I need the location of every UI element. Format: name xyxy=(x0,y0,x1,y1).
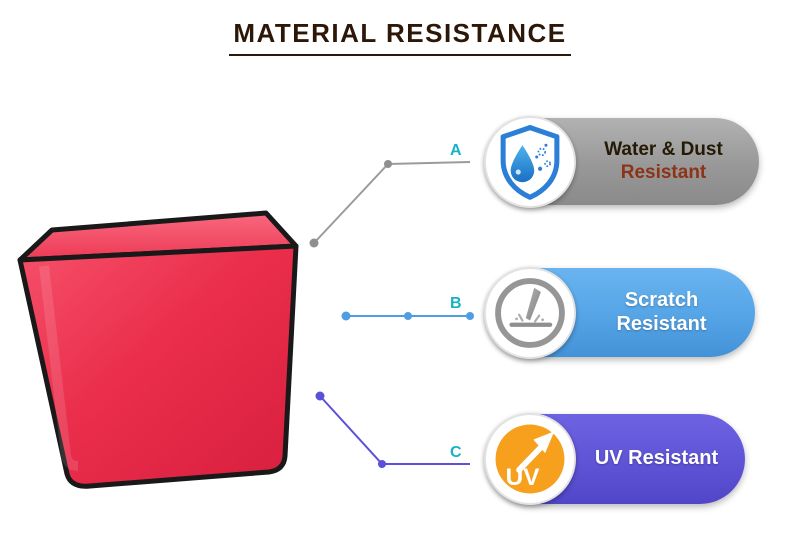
uv-sun-arrow-icon: UV xyxy=(484,413,576,505)
connector-b-dot-mid xyxy=(404,312,412,320)
product-image-red-cover xyxy=(4,204,314,514)
feature-text-scratch: Scratch Resistant xyxy=(576,289,755,336)
feature-pill-water-dust: Water & Dust Resistant xyxy=(484,115,759,208)
scratch-icon xyxy=(484,266,576,359)
connector-a-dot-elbow xyxy=(384,160,392,168)
feature-text-line1: Water & Dust xyxy=(604,139,723,161)
cover-front-face xyxy=(17,243,299,489)
feature-text-line1: Scratch Resistant xyxy=(616,288,707,335)
connector-c-dot-start xyxy=(315,391,325,401)
red-cover-illustration xyxy=(17,210,299,489)
uv-circle-graphic: UV xyxy=(495,424,565,494)
callout-label-c: C xyxy=(450,444,463,461)
connector-b-dot-end xyxy=(466,312,474,320)
feature-text-water-dust: Water & Dust Resistant xyxy=(576,139,759,184)
uv-icon-text: UV xyxy=(506,464,541,491)
header: MATERIAL RESISTANCE xyxy=(0,18,800,56)
connector-c-line xyxy=(319,395,470,465)
feature-text-uv: UV Resistant xyxy=(576,447,745,471)
connector-a-line xyxy=(313,161,471,244)
water-dust-shield-icon xyxy=(484,115,576,208)
connector-b-dot-start xyxy=(341,311,351,321)
feature-text-line1: UV Resistant xyxy=(594,447,719,470)
connector-c-dot-elbow xyxy=(378,460,386,468)
feature-text-line2: Resistant xyxy=(620,161,707,183)
page-title: MATERIAL RESISTANCE xyxy=(229,18,571,56)
callout-label-a: A xyxy=(450,142,463,159)
feature-pill-scratch: Scratch Resistant xyxy=(484,266,755,359)
cover-sheen xyxy=(39,265,79,471)
scratch-needle-graphic xyxy=(495,277,565,348)
shield-water-drop-graphic xyxy=(500,124,560,200)
callout-label-b: B xyxy=(450,295,463,312)
feature-pill-uv: UV UV Resistant xyxy=(484,413,745,505)
